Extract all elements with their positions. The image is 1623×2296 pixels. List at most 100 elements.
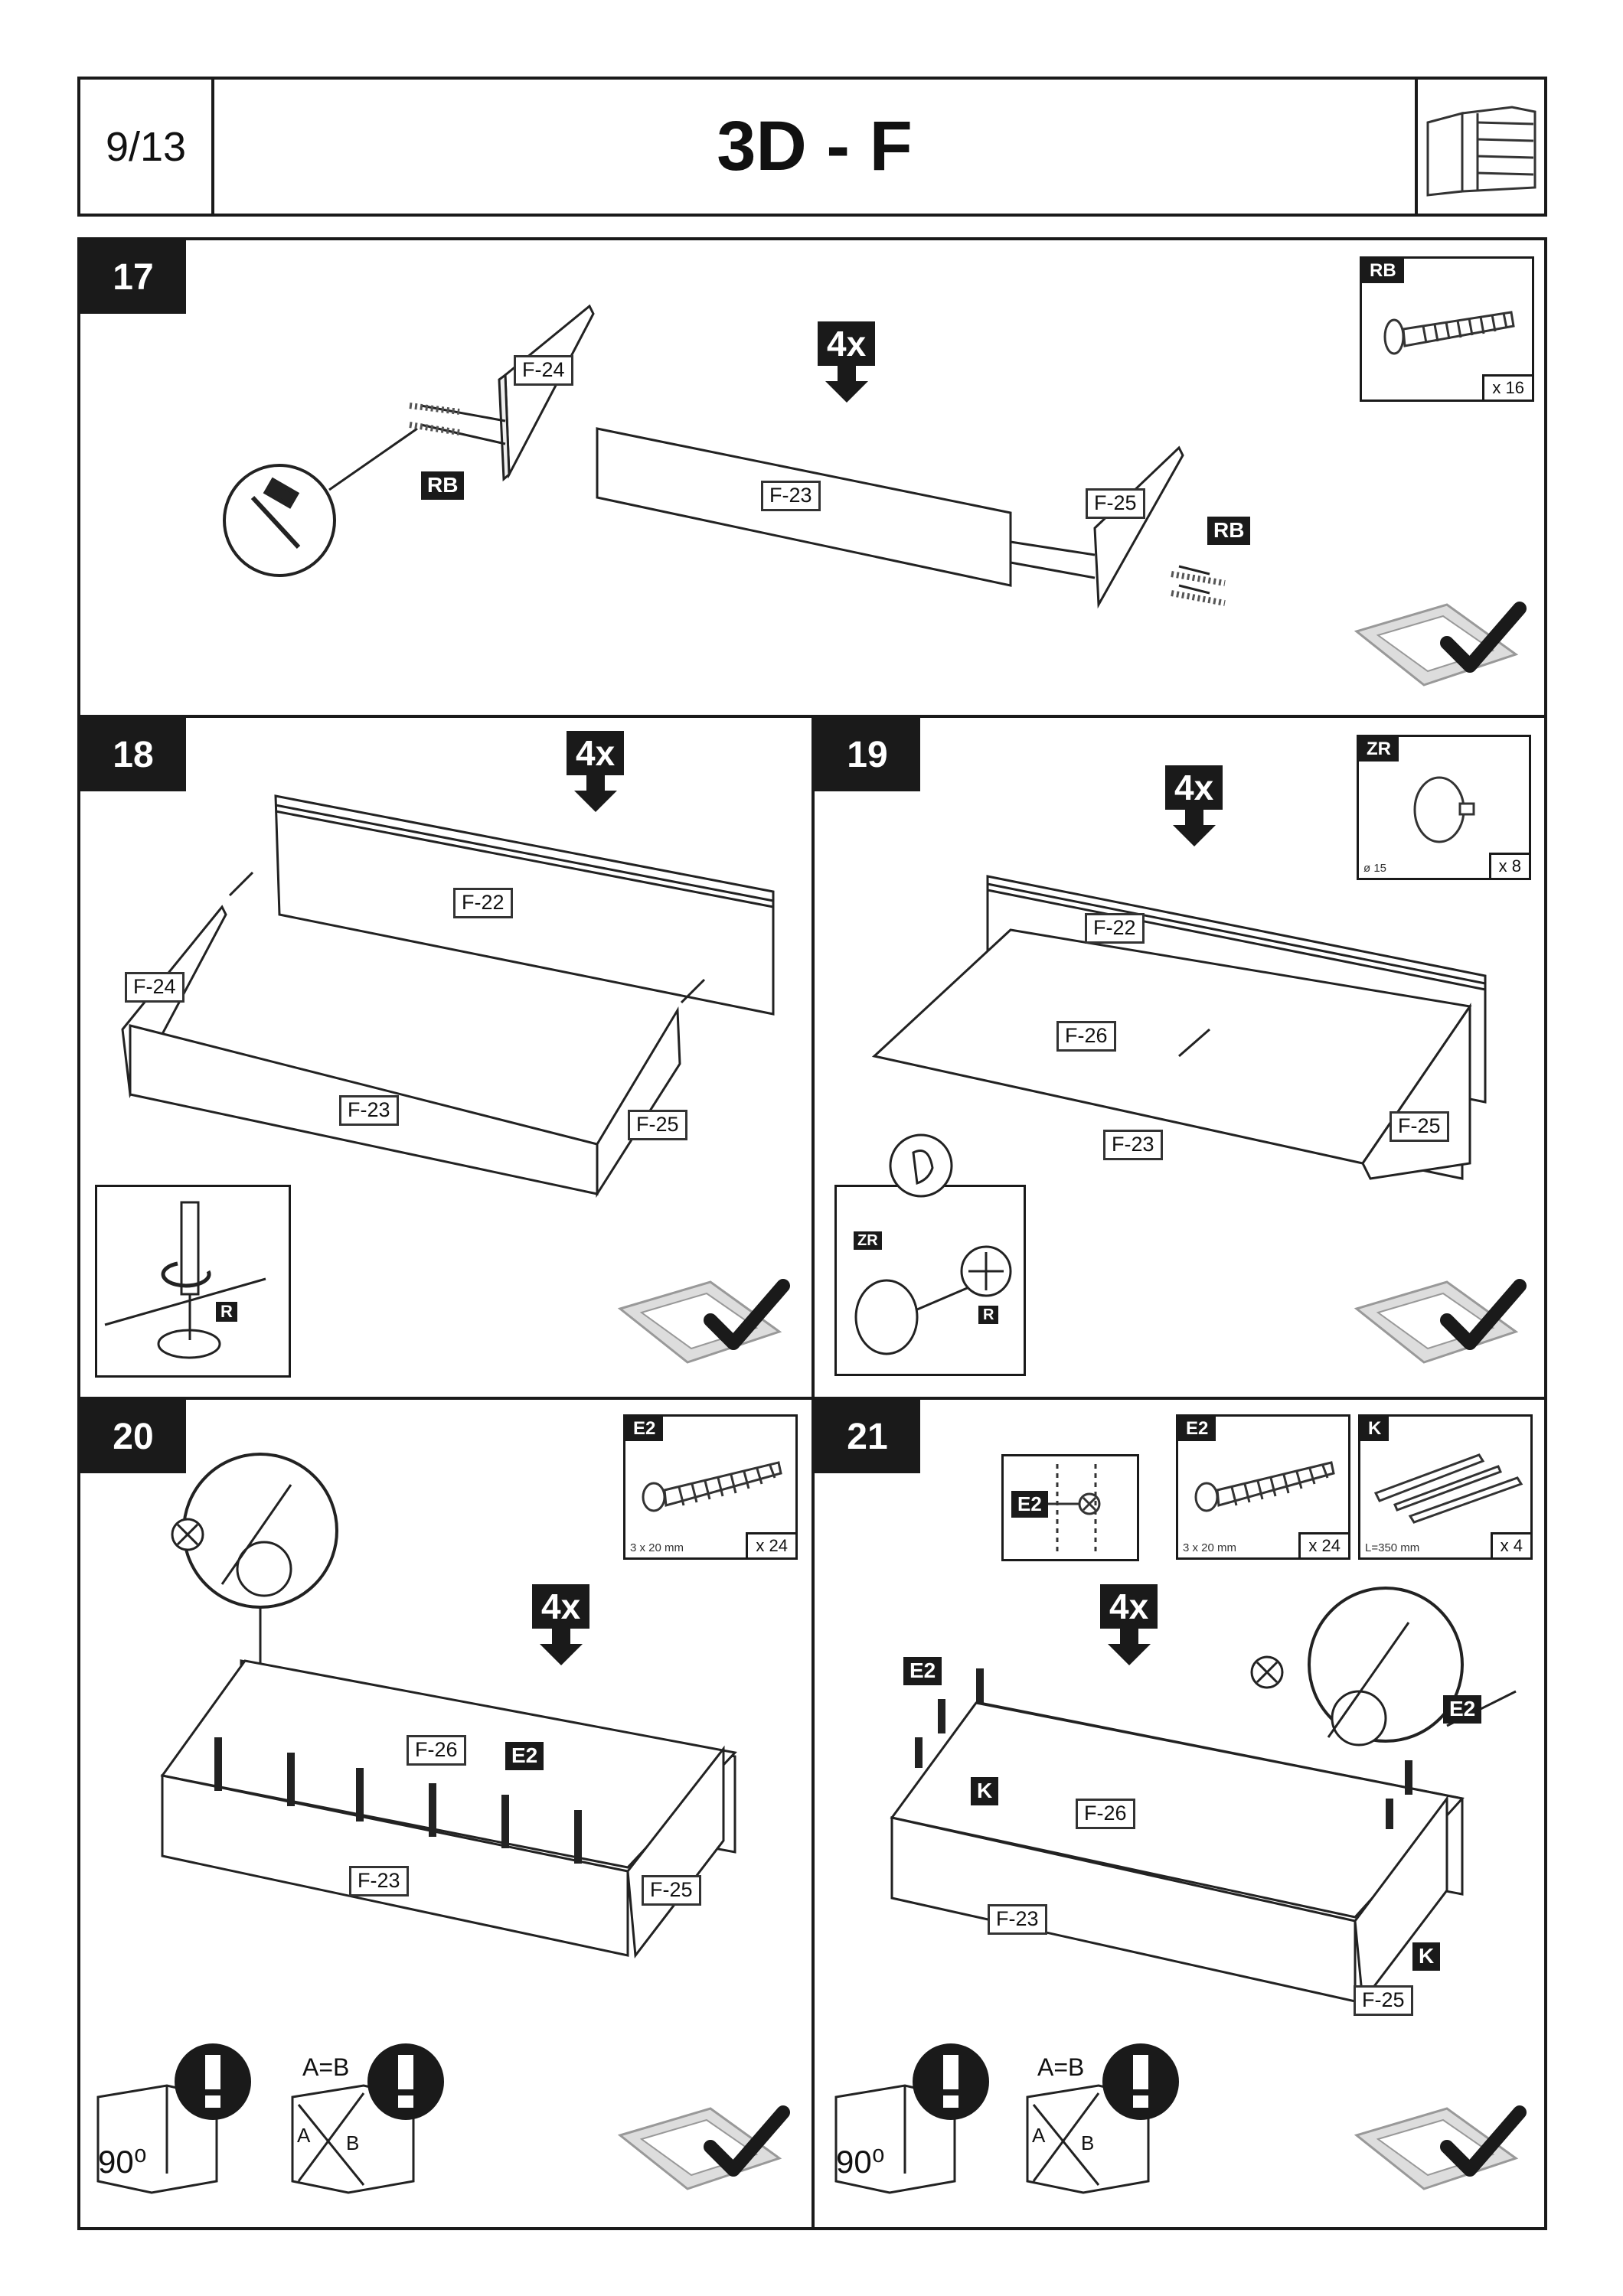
part-label: F-23 — [339, 1095, 399, 1126]
part-box-rb: RB x 16 — [1360, 256, 1534, 402]
part-label: F-23 — [988, 1904, 1047, 1935]
part-label: F-24 — [514, 355, 573, 386]
down-arrow-icon — [1172, 810, 1216, 846]
equal-label: A=B — [1037, 2053, 1085, 2081]
part-label: F-22 — [1085, 913, 1145, 944]
part-code: RB — [1362, 259, 1404, 283]
part-label: F-25 — [1354, 1985, 1413, 2016]
step-number: 18 — [80, 718, 186, 791]
part-dimension: 3 x 20 mm — [630, 1541, 684, 1554]
down-arrow-icon — [1107, 1629, 1151, 1665]
part-box-k: K L=350 mm x 4 — [1358, 1414, 1533, 1560]
part-label: F-24 — [125, 972, 185, 1003]
part-label-e2: E2 — [1443, 1695, 1482, 1724]
step-number: 21 — [815, 1400, 920, 1473]
part-label-k: K — [971, 1777, 999, 1805]
part-label: F-25 — [1086, 488, 1145, 519]
part-label: F-26 — [1056, 1021, 1116, 1052]
checkmark-icon — [617, 2105, 790, 2190]
down-arrow-icon — [825, 366, 868, 403]
angle-label: 90⁰ — [98, 2144, 147, 2180]
part-count: x 24 — [1298, 1532, 1348, 1557]
checkmark-icon — [1354, 2105, 1527, 2190]
col-divider — [812, 715, 815, 2230]
detail-box: ZR R — [834, 1133, 1026, 1376]
header-divider-right — [1415, 77, 1418, 217]
part-box-zr: ZR ø 15 x 8 — [1357, 735, 1531, 880]
part-label: F-25 — [628, 1110, 687, 1140]
checkmark-icon — [1354, 602, 1527, 687]
diagonal-check-icon — [1026, 2043, 1179, 2194]
header-divider-left — [211, 77, 214, 217]
header-bar — [77, 77, 1547, 217]
detail-box: R — [95, 1185, 291, 1378]
quantity-label: 4x — [818, 321, 876, 366]
part-label-e2: E2 — [1011, 1491, 1048, 1518]
diag-b-label: B — [346, 2131, 360, 2154]
diagonal-check-icon — [291, 2043, 444, 2194]
part-label-zr: ZR — [854, 1231, 882, 1250]
part-label: F-25 — [642, 1875, 701, 1906]
step-number: 20 — [80, 1400, 186, 1473]
part-label-rb: RB — [1207, 517, 1251, 545]
quantity-label: 4x — [567, 731, 625, 775]
quantity-indicator: 4x — [567, 731, 625, 814]
checkmark-icon — [1354, 1279, 1527, 1364]
screw-rb-icon — [1383, 311, 1515, 355]
knob-detail-icon — [854, 1133, 1012, 1355]
quantity-label: 4x — [1165, 765, 1223, 810]
drawer-slide-icon — [1373, 1453, 1523, 1524]
page-number: 9/13 — [105, 123, 187, 170]
part-label: F-23 — [1103, 1130, 1163, 1160]
diag-a-label: A — [297, 2124, 311, 2147]
part-code: E2 — [1178, 1417, 1216, 1441]
screw-position-icon — [1046, 1464, 1101, 1556]
cabinet-icon — [1426, 106, 1536, 197]
quantity-indicator: 4x — [818, 321, 876, 404]
part-label-k: K — [1412, 1942, 1441, 1971]
part-label-rb: RB — [421, 471, 465, 500]
part-label-r: R — [216, 1302, 237, 1322]
diag-b-label: B — [1081, 2131, 1095, 2154]
knob-zr-icon — [1413, 776, 1475, 843]
page-title: 3D - F — [717, 107, 913, 185]
down-arrow-icon — [573, 775, 617, 812]
diag-a-label: A — [1032, 2124, 1046, 2147]
quantity-indicator: 4x — [1165, 765, 1223, 848]
angle-label: 90⁰ — [836, 2144, 885, 2180]
screw-e2-icon — [642, 1461, 782, 1512]
checkmark-icon — [617, 1279, 790, 1364]
step20-drawing — [160, 1453, 737, 1958]
part-label: F-23 — [349, 1866, 409, 1896]
part-label-e2: E2 — [505, 1742, 544, 1770]
step-number: 19 — [815, 718, 920, 791]
part-count: x 4 — [1490, 1532, 1530, 1557]
step-number: 17 — [80, 240, 186, 314]
part-label: F-26 — [407, 1735, 466, 1766]
part-label: F-22 — [453, 888, 513, 918]
quantity-label: 4x — [532, 1584, 590, 1629]
screw-position-box: E2 — [1001, 1454, 1139, 1561]
part-count: x 16 — [1482, 374, 1532, 400]
down-arrow-icon — [539, 1629, 583, 1665]
part-dimension: L=350 mm — [1365, 1541, 1420, 1554]
part-dimension: ø 15 — [1363, 862, 1387, 875]
part-label: F-23 — [761, 481, 821, 511]
part-label: F-25 — [1390, 1111, 1449, 1142]
part-box-e2: E2 3 x 20 mm x 24 — [1176, 1414, 1350, 1560]
part-label: F-26 — [1076, 1799, 1135, 1829]
part-dimension: 3 x 20 mm — [1183, 1541, 1237, 1554]
screwdriver-icon — [104, 1201, 266, 1359]
quantity-indicator: 4x — [1100, 1584, 1158, 1667]
part-label-r: R — [978, 1306, 999, 1324]
step21-drawing — [890, 1587, 1517, 2004]
part-label-e2: E2 — [903, 1657, 942, 1685]
quantity-label: 4x — [1100, 1584, 1158, 1629]
part-code: E2 — [625, 1417, 664, 1441]
equal-label: A=B — [302, 2053, 350, 2081]
screw-e2-icon — [1194, 1461, 1335, 1512]
part-count: x 8 — [1488, 853, 1529, 878]
part-code: K — [1360, 1417, 1390, 1441]
part-box-e2: E2 3 x 20 mm x 24 — [623, 1414, 798, 1560]
step17-drawing — [223, 304, 1226, 609]
